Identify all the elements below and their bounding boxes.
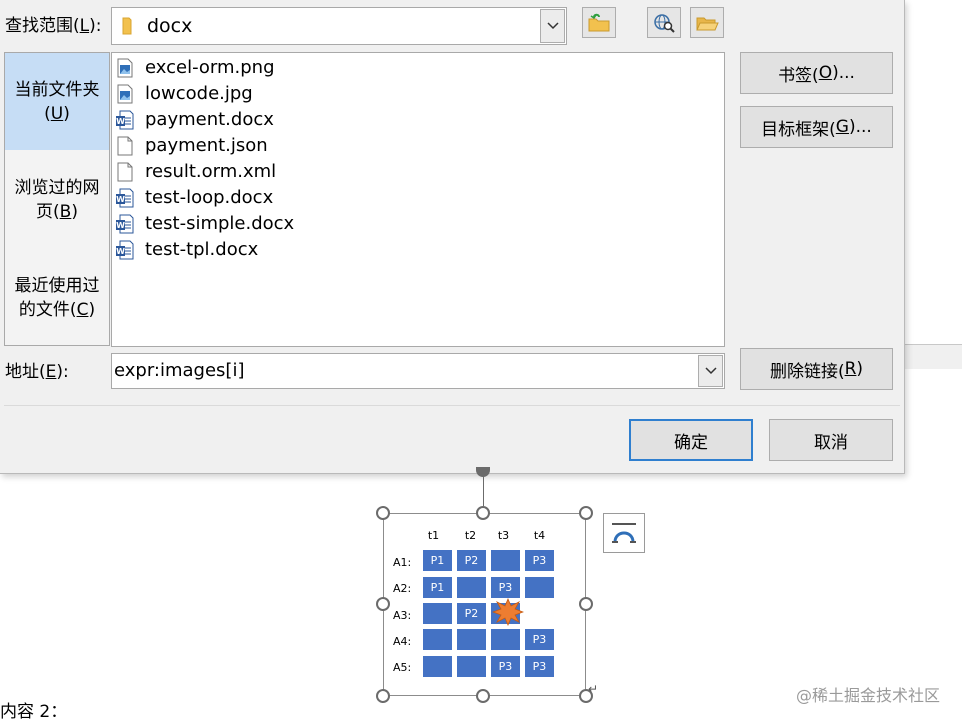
lookin-value: docx [147, 15, 193, 37]
browse-file-button[interactable] [690, 7, 724, 38]
layout-options-button[interactable] [603, 513, 645, 553]
schedule-grid-image[interactable]: t1 t2 t3 t4 A1: A2: A3: A4: A5: P1 P2 P3… [383, 513, 586, 696]
target-frame-button[interactable]: 目标框架(G)... [740, 106, 893, 148]
lookin-dropdown-button[interactable] [540, 9, 565, 43]
chevron-down-icon [546, 22, 559, 30]
up-folder-button[interactable] [582, 7, 616, 38]
image-file-icon [116, 57, 134, 79]
list-item[interactable]: payment.json [116, 133, 268, 159]
blank-file-icon [116, 135, 134, 157]
grid-cell: P2 [457, 603, 486, 624]
resize-handle-top-left[interactable] [376, 506, 390, 520]
grid-cell: P1 [423, 577, 452, 598]
resize-handle-right[interactable] [579, 597, 593, 611]
column-header: t2 [464, 529, 477, 542]
address-combobox[interactable]: expr:images[i] [111, 353, 725, 389]
resize-handle-bottom-left[interactable] [376, 689, 390, 703]
place-browsed-pages[interactable]: 浏览过的网 页(B) [14, 178, 100, 222]
list-item[interactable]: W test-simple.docx [116, 213, 295, 235]
lookin-label: 查找范围(L): [5, 16, 102, 36]
grid-cell [423, 603, 452, 624]
word-file-icon: W [116, 239, 134, 261]
watermark: @稀土掘金技术社区 [796, 686, 941, 705]
resize-handle-bottom-right[interactable] [579, 689, 593, 703]
row-header: A4: [393, 635, 412, 648]
paragraph-mark: ↵ [588, 682, 599, 696]
word-file-icon: W [116, 187, 134, 209]
resize-handle-top[interactable] [476, 506, 490, 520]
lookin-combobox[interactable]: docx [111, 7, 567, 45]
resize-handle-bottom[interactable] [476, 689, 490, 703]
word-file-icon: W [116, 109, 134, 131]
grid-cell [491, 629, 520, 650]
list-item[interactable]: W test-tpl.docx [116, 239, 259, 261]
grid-cell [423, 656, 452, 677]
grid-cell: P3 [525, 656, 554, 677]
grid-cell [457, 629, 486, 650]
open-folder-icon [696, 17, 719, 30]
grid-cell [525, 577, 554, 598]
grid-cell: P1 [423, 550, 452, 571]
bookmark-button[interactable]: 书签(O)... [740, 52, 893, 94]
grid-cell [457, 656, 486, 677]
list-item[interactable]: lowcode.jpg [116, 81, 253, 107]
place-recent-files[interactable]: 最近使用过 的文件(C) [14, 276, 100, 320]
svg-text:W: W [116, 247, 125, 256]
grid-cell: P3 [525, 550, 554, 571]
conflict-burst-icon [492, 598, 524, 626]
document-ruler-line [905, 344, 962, 345]
folder-up-icon [588, 13, 610, 31]
list-item[interactable]: W payment.docx [116, 109, 274, 131]
place-current-folder[interactable]: 当前文件夹 (U) [5, 53, 109, 150]
document-page-gap [905, 345, 962, 369]
blank-file-icon [116, 161, 134, 183]
address-dropdown-button[interactable] [698, 355, 723, 387]
folder-icon [120, 16, 138, 36]
document-text: 内容 2： [0, 702, 68, 722]
row-header: A1: [393, 556, 412, 569]
grid-cell [457, 577, 486, 598]
column-header: t1 [427, 529, 440, 542]
list-item[interactable]: W test-loop.docx [116, 187, 274, 209]
ok-button[interactable]: 确定 [629, 419, 753, 461]
resize-handle-top-right[interactable] [579, 506, 593, 520]
row-header: A5: [393, 661, 412, 674]
grid-cell: P2 [457, 550, 486, 571]
insert-hyperlink-dialog: 查找范围(L): docx 当 [0, 0, 905, 474]
svg-text:W: W [116, 195, 125, 204]
rotation-handle[interactable] [476, 467, 490, 477]
row-header: A3: [393, 609, 412, 622]
file-list[interactable]: excel-orm.png lowcode.jpg W payment.docx… [111, 52, 725, 347]
list-item[interactable]: excel-orm.png [116, 55, 275, 81]
svg-text:W: W [116, 221, 125, 230]
image-file-icon [116, 83, 134, 105]
globe-search-icon [654, 13, 675, 33]
grid-cell [423, 629, 452, 650]
divider [4, 405, 900, 406]
chevron-down-icon [704, 367, 717, 375]
browse-web-button[interactable] [647, 7, 681, 38]
grid-cell: P3 [491, 577, 520, 598]
grid-cell: P3 [525, 629, 554, 650]
address-input[interactable]: expr:images[i] [114, 360, 245, 381]
rotation-connector [483, 474, 484, 506]
resize-handle-left[interactable] [376, 597, 390, 611]
row-header: A2: [393, 582, 412, 595]
column-header: t3 [497, 529, 510, 542]
svg-text:W: W [116, 117, 125, 126]
word-file-icon: W [116, 213, 134, 235]
cancel-button[interactable]: 取消 [769, 419, 893, 461]
layout-options-icon [612, 523, 636, 543]
remove-link-button[interactable]: 删除链接(R) [740, 348, 893, 390]
column-header: t4 [533, 529, 546, 542]
grid-cell: P3 [491, 656, 520, 677]
grid-cell [491, 550, 520, 571]
list-item[interactable]: result.orm.xml [116, 159, 276, 185]
places-bar: 当前文件夹 (U) 浏览过的网 页(B) 最近使用过 的文件(C) [4, 52, 110, 346]
address-label: 地址(E): [5, 362, 69, 382]
